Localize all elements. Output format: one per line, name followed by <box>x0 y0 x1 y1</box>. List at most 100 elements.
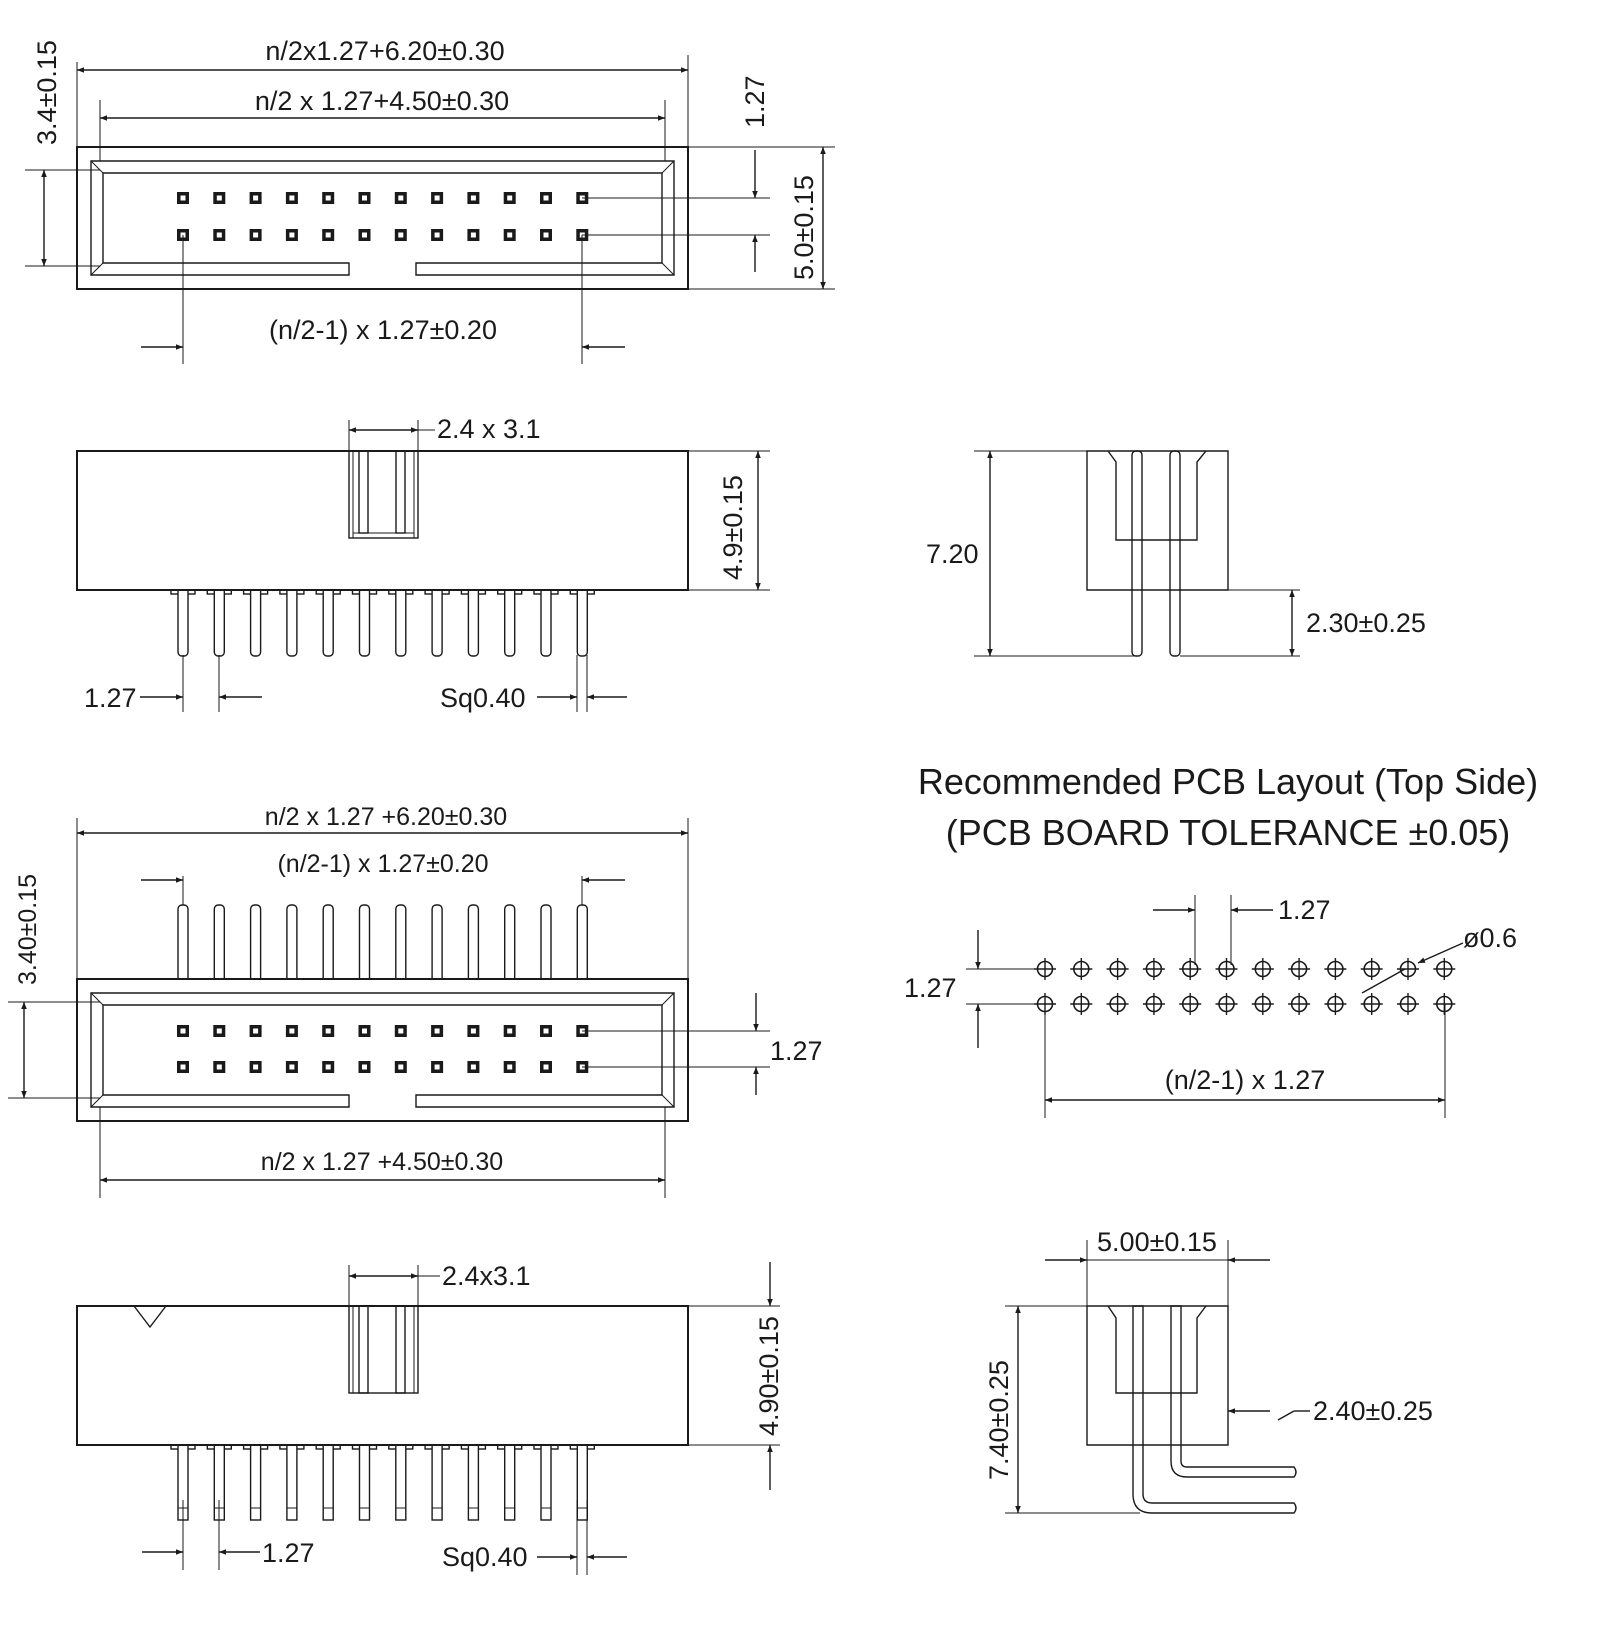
key-pin <box>395 1305 406 1394</box>
pin-array <box>170 581 595 657</box>
pin-center <box>543 195 549 201</box>
pin-center <box>216 1028 222 1034</box>
housing-section <box>1086 450 1229 591</box>
pin-center <box>325 195 331 201</box>
pin-center <box>362 1064 367 1070</box>
pin-span-label: (n/2-1) x 1.27±0.20 <box>277 850 488 878</box>
pin-center <box>470 1028 476 1034</box>
pin-center <box>398 1064 404 1070</box>
pin-center <box>253 232 259 238</box>
pin-center <box>362 232 367 238</box>
end-view-vertical: 7.20 2.30±0.25 <box>926 450 1426 657</box>
pin-center <box>507 232 513 238</box>
contact-pin <box>249 581 262 657</box>
bent-pin-outer <box>1132 1305 1297 1514</box>
overall-length-label: n/2 x 1.27 +6.20±0.30 <box>265 803 507 831</box>
pin-center <box>362 195 367 201</box>
contact-pin <box>1131 450 1143 657</box>
pin-center <box>398 1028 404 1034</box>
key-slot-label: 2.4x3.1 <box>442 1261 531 1291</box>
wall-offset-label: 3.40±0.15 <box>14 874 42 985</box>
housing-section <box>1086 1305 1229 1446</box>
pin-center <box>507 1064 513 1070</box>
pin-center <box>325 232 331 238</box>
contact-pin <box>322 904 334 986</box>
body-height-label: 4.9±0.15 <box>718 475 748 580</box>
contact-pin <box>286 904 298 986</box>
inner-length-label: n/2 x 1.27+4.50±0.30 <box>255 86 509 116</box>
inner-length-label: n/2 x 1.27 +4.50±0.30 <box>261 1148 503 1176</box>
contact-pin <box>467 581 480 657</box>
contact-pin <box>177 581 189 657</box>
bent-pin-inner <box>1170 1305 1297 1478</box>
pin-center <box>216 195 222 201</box>
contact-pin <box>576 581 588 657</box>
key-pin <box>358 1305 369 1394</box>
contact-pin <box>1169 450 1181 657</box>
pin-center <box>398 195 404 201</box>
pin-center <box>180 1064 186 1070</box>
pin-array <box>177 904 588 986</box>
pcb-subtitle: (PCB BOARD TOLERANCE ±0.05) <box>946 812 1511 853</box>
contact-pin <box>395 904 407 986</box>
pin-square-label: Sq0.40 <box>440 683 526 713</box>
key-slot <box>348 1305 419 1394</box>
pin-span-label: (n/2-1) x 1.27±0.20 <box>269 315 497 345</box>
pin-center <box>434 232 440 238</box>
pin-one-marker <box>133 1305 167 1329</box>
pin-center <box>216 232 222 238</box>
pcb-layout: Recommended PCB Layout (Top Side) (PCB B… <box>904 761 1538 1118</box>
pin-center <box>253 1064 259 1070</box>
pin-center <box>434 1064 440 1070</box>
overall-height-label: 7.40±0.25 <box>984 1360 1014 1480</box>
pin-center <box>543 1028 549 1034</box>
pin-center <box>470 232 476 238</box>
pin-array <box>177 192 589 241</box>
top-view-vertical: n/2x1.27+6.20±0.30 n/2 x 1.27+4.50±0.30 … <box>25 36 835 364</box>
contact-pin <box>322 581 334 657</box>
body-height-label: 4.90±0.15 <box>754 1316 784 1436</box>
hole-array <box>1034 958 1456 1015</box>
pitch-y-label: 1.27 <box>904 973 957 1003</box>
pin-center <box>180 1028 186 1034</box>
key-pin <box>358 450 369 534</box>
body-width-label: 5.00±0.15 <box>1097 1227 1217 1257</box>
overall-length-label: n/2x1.27+6.20±0.30 <box>265 36 504 66</box>
contact-pin <box>540 581 552 657</box>
hole-diameter-label: ø0.6 <box>1463 923 1517 953</box>
pin-center <box>325 1028 331 1034</box>
row-span-label: (n/2-1) x 1.27 <box>1165 1065 1326 1095</box>
side-view-right-angle: 2.4x3.1 4.90±0.15 1.27 Sq0.40 <box>76 1261 784 1575</box>
row-pitch-label: 1.27 <box>770 1036 823 1066</box>
housing-outline <box>76 450 689 591</box>
key-slot-label: 2.4 x 3.1 <box>437 414 541 444</box>
contact-pin <box>431 904 443 986</box>
pin-center <box>289 232 295 238</box>
pin-center <box>325 1064 331 1070</box>
contact-pin <box>286 581 298 657</box>
pin-array <box>170 1436 595 1521</box>
pin-center <box>289 195 295 201</box>
pin-pitch-label: 1.27 <box>262 1538 315 1568</box>
housing-outline <box>76 978 689 1122</box>
tail-length-label: 2.30±0.25 <box>1306 608 1426 638</box>
contact-pin <box>431 581 443 657</box>
pin-center <box>434 1028 440 1034</box>
housing-outline <box>76 1305 689 1446</box>
pin-center <box>289 1028 295 1034</box>
contact-pin <box>540 904 552 986</box>
pin-center <box>434 195 440 201</box>
contact-pin <box>213 581 226 657</box>
end-view-right-angle: 5.00±0.15 7.40±0.25 2.40±0.25 <box>984 1227 1433 1514</box>
contact-pin <box>177 904 189 986</box>
body-width-label: 5.0±0.15 <box>789 175 819 280</box>
wall-offset-label: 3.4±0.15 <box>32 40 62 145</box>
contact-pin <box>467 904 480 986</box>
top-view-right-angle: n/2 x 1.27 +6.20±0.30 (n/2-1) x 1.27±0.2… <box>8 803 823 1198</box>
pcb-title: Recommended PCB Layout (Top Side) <box>918 761 1538 802</box>
housing-outline <box>76 146 689 290</box>
tail-offset-label: 2.40±0.25 <box>1313 1396 1433 1426</box>
contact-pin <box>395 581 407 657</box>
pin-center <box>507 195 513 201</box>
